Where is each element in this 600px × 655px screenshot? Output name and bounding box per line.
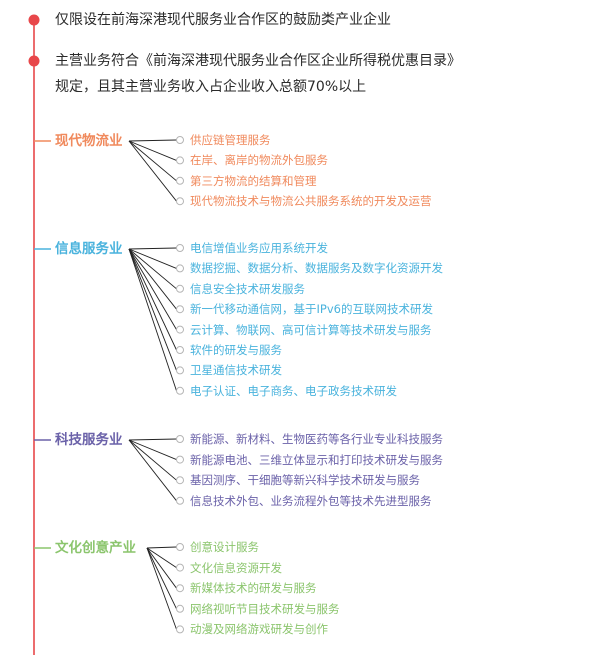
- leaf-node-dot: [176, 325, 184, 334]
- branch-line: [128, 439, 177, 461]
- branch-line: [128, 248, 177, 269]
- leaf-node-dot: [176, 156, 184, 165]
- branch-line: [128, 248, 177, 351]
- branch-line: [128, 248, 177, 290]
- branch-line: [146, 546, 177, 549]
- leaf-node-dot: [176, 455, 184, 464]
- branch-line: [128, 140, 177, 161]
- branch-line: [128, 248, 177, 391]
- leaf-item-logistics: 供应链管理服务: [190, 133, 271, 147]
- branch-line: [128, 140, 177, 182]
- bullet-2-text-line2: 规定，且其主营业务收入占企业收入总额70%以上: [55, 79, 367, 95]
- leaf-item-culture: 网络视听节目技术研发与服务: [190, 601, 340, 616]
- leaf-item-logistics: 现代物流技术与物流公共服务系统的开发及运营: [190, 194, 432, 209]
- category-label-tech: 科技服务业: [55, 432, 123, 448]
- category-label-logistics: 现代物流业: [55, 133, 123, 149]
- leaf-item-info: 数据挖掘、数据分析、数据服务及数字化资源开发: [190, 261, 443, 276]
- leaf-item-logistics: 在岸、离岸的物流外包服务: [190, 153, 328, 168]
- branch-line: [146, 547, 177, 609]
- leaf-node-dot: [176, 366, 184, 375]
- leaf-node-dot: [176, 476, 184, 485]
- bullet-dot-1: [28, 14, 40, 26]
- leaf-node-dot: [176, 136, 184, 144]
- bullet-1-text: 仅限设在前海深港现代服务业合作区的鼓励类产业企业: [55, 12, 391, 28]
- branches: [34, 136, 184, 634]
- leaf-node-dot: [176, 244, 184, 252]
- leaf-node-dot: [176, 305, 184, 314]
- leaf-node-dot: [176, 584, 184, 593]
- leaf-item-logistics: 第三方物流的结算和管理: [190, 173, 317, 188]
- leaf-node-dot: [176, 496, 184, 505]
- leaf-item-info: 新一代移动通信网，基于IPv6的互联网技术研发: [190, 302, 433, 317]
- leaf-item-tech: 信息技术外包、业务流程外包等技术先进型服务: [190, 493, 432, 508]
- branch-line: [128, 248, 177, 310]
- leaf-node-dot: [176, 625, 184, 634]
- leaf-item-tech: 基因测序、干细胞等新兴科学技术研发与服务: [190, 473, 420, 488]
- leaf-node-dot: [176, 435, 184, 443]
- bullet-2-text-line1: 主营业务符合《前海深港现代服务业合作区企业所得税优惠目录》: [55, 53, 461, 69]
- branch-line: [146, 547, 177, 568]
- branch-line: [128, 140, 177, 202]
- leaf-item-culture: 新媒体技术的研发与服务: [190, 581, 317, 596]
- leaf-item-tech: 新能源电池、三维立体显示和打印技术研发与服务: [190, 452, 443, 467]
- leaf-node-dot: [176, 284, 184, 293]
- branch-line: [128, 248, 177, 330]
- branch-line: [128, 438, 177, 441]
- leaf-item-culture: 动漫及网络游戏研发与创作: [190, 622, 328, 637]
- branch-line: [128, 248, 177, 371]
- leaf-node-dot: [176, 197, 184, 206]
- leaf-node-dot: [176, 176, 184, 185]
- category-label-culture: 文化创意产业: [55, 540, 136, 556]
- branch-line: [128, 439, 177, 481]
- leaf-node-dot: [176, 543, 184, 551]
- branch-line: [128, 247, 177, 250]
- leaf-item-info: 电子认证、电子商务、电子政务技术研发: [190, 383, 397, 398]
- branch-line: [128, 439, 177, 502]
- leaf-item-tech: 新能源、新材料、生物医药等各行业专业科技服务: [190, 432, 443, 446]
- leaf-item-info: 软件的研发与服务: [190, 343, 282, 357]
- leaf-item-culture: 创意设计服务: [190, 540, 259, 554]
- leaf-item-info: 信息安全技术研发服务: [190, 281, 305, 296]
- leaf-item-info: 云计算、物联网、高可信计算等技术研发与服务: [190, 322, 432, 337]
- leaf-node-dot: [176, 264, 184, 273]
- leaf-item-info: 电信增值业务应用系统开发: [190, 241, 328, 255]
- branch-line: [146, 547, 177, 589]
- leaf-item-culture: 文化信息资源开发: [190, 560, 282, 575]
- category-label-info: 信息服务业: [55, 241, 123, 257]
- branch-line: [128, 139, 177, 142]
- leaf-node-dot: [176, 563, 184, 572]
- leaf-node-dot: [176, 346, 184, 354]
- leaf-item-info: 卫星通信技术研发: [190, 363, 282, 378]
- branch-line: [146, 547, 177, 630]
- bullet-dot-2: [28, 55, 40, 67]
- leaf-node-dot: [176, 604, 184, 613]
- leaf-node-dot: [176, 386, 184, 395]
